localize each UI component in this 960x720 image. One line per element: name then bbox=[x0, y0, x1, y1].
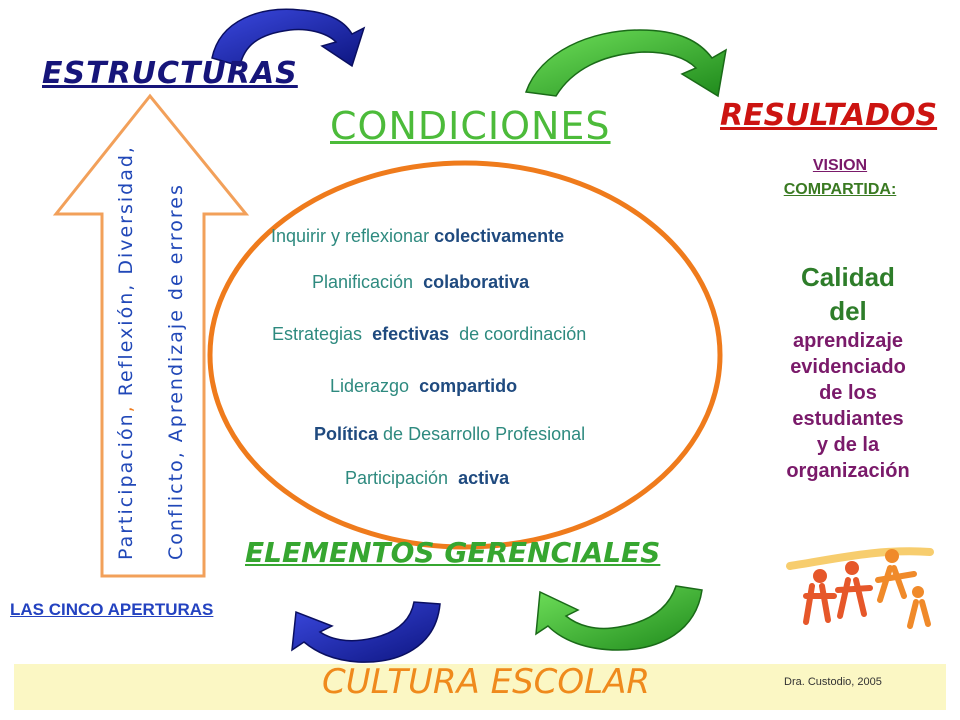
calidad-line: y de la bbox=[816, 434, 880, 456]
condicion-item: Planificación colaborativa bbox=[312, 272, 529, 293]
condicion-bold: Política bbox=[314, 424, 379, 444]
calidad-block: Calidad del aprendizaje evidenciado de l… bbox=[760, 260, 936, 484]
cultura-escolar-title: CULTURA ESCOLAR bbox=[322, 662, 650, 702]
condicion-item: Participación activa bbox=[345, 468, 509, 489]
author-credit: Dra. Custodio, 2005 bbox=[784, 676, 882, 688]
elementos-gerenciales-title: ELEMENTOS GERENCIALES bbox=[245, 536, 661, 569]
calidad-line: de los bbox=[819, 382, 877, 404]
aperturas-line1-b: Reflexión, Diversidad, bbox=[115, 145, 137, 397]
bottom-blue-arrow bbox=[291, 601, 441, 663]
estructuras-title: ESTRUCTURAS bbox=[42, 56, 298, 91]
cinco-aperturas-label: LAS CINCO APERTURAS bbox=[10, 600, 214, 619]
condiciones-ellipse bbox=[207, 160, 723, 550]
condicion-bold: compartido bbox=[419, 376, 518, 396]
condicion-item: Política de Desarrollo Profesional bbox=[314, 424, 585, 445]
condicion-bold: activa bbox=[458, 468, 510, 488]
calidad-line: evidenciado bbox=[790, 356, 906, 378]
condicion-normal: Planificación bbox=[312, 272, 414, 292]
condicion-item: Inquirir y reflexionar colectivamente bbox=[271, 226, 564, 247]
condicion-item: Liderazgo compartido bbox=[330, 376, 517, 397]
calidad-line: estudiantes bbox=[792, 408, 904, 430]
vision-line2: COMPARTIDA: bbox=[783, 181, 897, 198]
calidad-line: organización bbox=[786, 460, 910, 482]
people-logo-icon bbox=[786, 547, 934, 629]
top-green-arrow bbox=[524, 29, 728, 98]
bottom-green-arrow bbox=[535, 585, 703, 651]
condicion-bold: colaborativa bbox=[423, 272, 530, 292]
footer-band bbox=[14, 664, 946, 710]
condicion-bold: efectivas bbox=[372, 324, 450, 344]
vision-line1: VISION bbox=[812, 157, 868, 174]
aperturas-line1-a: Participación bbox=[115, 412, 137, 560]
condicion-after: de coordinación bbox=[459, 324, 587, 344]
condicion-after: de Desarrollo Profesional bbox=[383, 424, 586, 444]
vision-compartida: VISION COMPARTIDA: bbox=[755, 154, 925, 202]
calidad-line1: Calidad bbox=[801, 262, 895, 292]
condicion-normal: Estrategias bbox=[272, 324, 363, 344]
calidad-line2: del bbox=[829, 296, 867, 326]
condicion-normal: Inquirir y reflexionar bbox=[271, 226, 430, 246]
top-blue-arrow bbox=[211, 8, 366, 68]
aperturas-line2: Conflicto, Aprendizaje de errores bbox=[165, 183, 187, 560]
condicion-item: Estrategias efectivas de coordinación bbox=[272, 324, 586, 345]
condiciones-title: CONDICIONES bbox=[330, 104, 611, 148]
calidad-line: aprendizaje bbox=[792, 330, 904, 352]
condicion-normal: Liderazgo bbox=[330, 376, 410, 396]
up-arrow-outline bbox=[52, 93, 250, 578]
resultados-title: RESULTADOS bbox=[720, 98, 938, 133]
aperturas-line1: Participación, Reflexión, Diversidad, bbox=[115, 145, 137, 560]
condicion-normal: Participación bbox=[345, 468, 449, 488]
condicion-bold: colectivamente bbox=[434, 226, 565, 246]
aperturas-sep: , bbox=[115, 404, 137, 413]
